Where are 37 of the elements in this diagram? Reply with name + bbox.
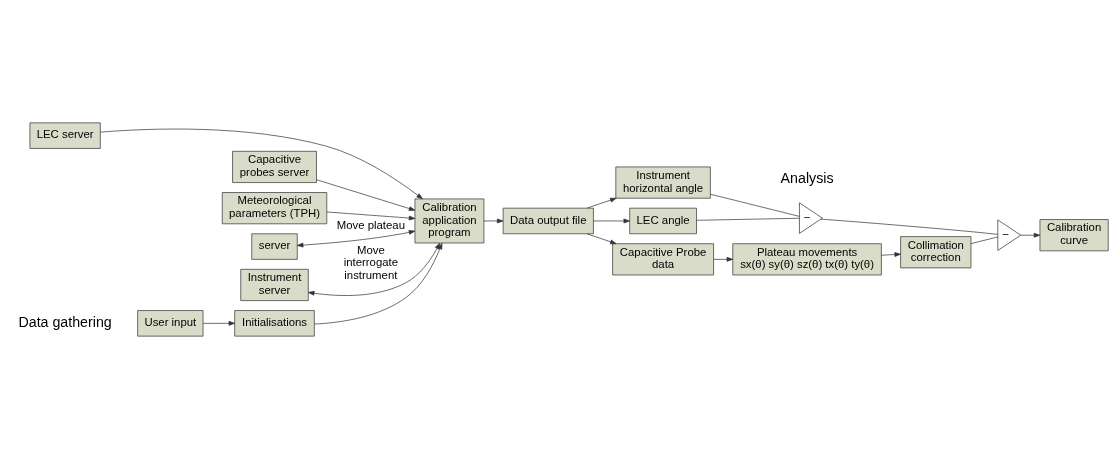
node-box: Collimation correction (900, 236, 972, 269)
node-box: Instrument horizontal angle (615, 166, 711, 199)
arrow (586, 197, 617, 209)
node-box: Capacitive probes server (232, 150, 317, 183)
connector (820, 218, 999, 235)
arrow (326, 211, 416, 221)
node-box: Plateau movements sx(θ) sy(θ) sz(θ) tx(θ) ty(θ) (732, 243, 882, 276)
connector (710, 193, 800, 217)
arrow (593, 218, 630, 224)
arrow (1020, 232, 1041, 238)
node-box: User input (137, 310, 204, 337)
node-box: Calibration curve (1039, 219, 1109, 252)
node-box: Capacitive Probe data (612, 243, 714, 276)
label: Analysis (780, 170, 834, 187)
arrow (314, 243, 443, 325)
node-box: Data output file (502, 207, 594, 235)
node-box: Calibration application program (414, 198, 485, 244)
label: Data gathering (18, 313, 112, 330)
arrow (202, 321, 235, 326)
arrow (100, 128, 423, 200)
arrow (586, 233, 617, 245)
arrow (296, 230, 416, 248)
arrow (316, 179, 416, 211)
connector (970, 236, 999, 244)
edge-label: Move plateau (336, 219, 405, 232)
edge-label: Move interrogate instrument (343, 243, 399, 282)
node-box: server (251, 233, 298, 260)
arrow (881, 252, 901, 257)
node-box: LEC angle (629, 207, 697, 235)
node-box: Initialisations (234, 310, 315, 337)
node-box: Instrument server (240, 268, 309, 301)
node-box: Meteorological parameters (TPH) (221, 192, 328, 225)
connector (696, 217, 800, 221)
arrow (308, 242, 441, 296)
arrow (483, 218, 504, 224)
arrow (713, 257, 734, 262)
node-box: LEC server (29, 122, 101, 149)
